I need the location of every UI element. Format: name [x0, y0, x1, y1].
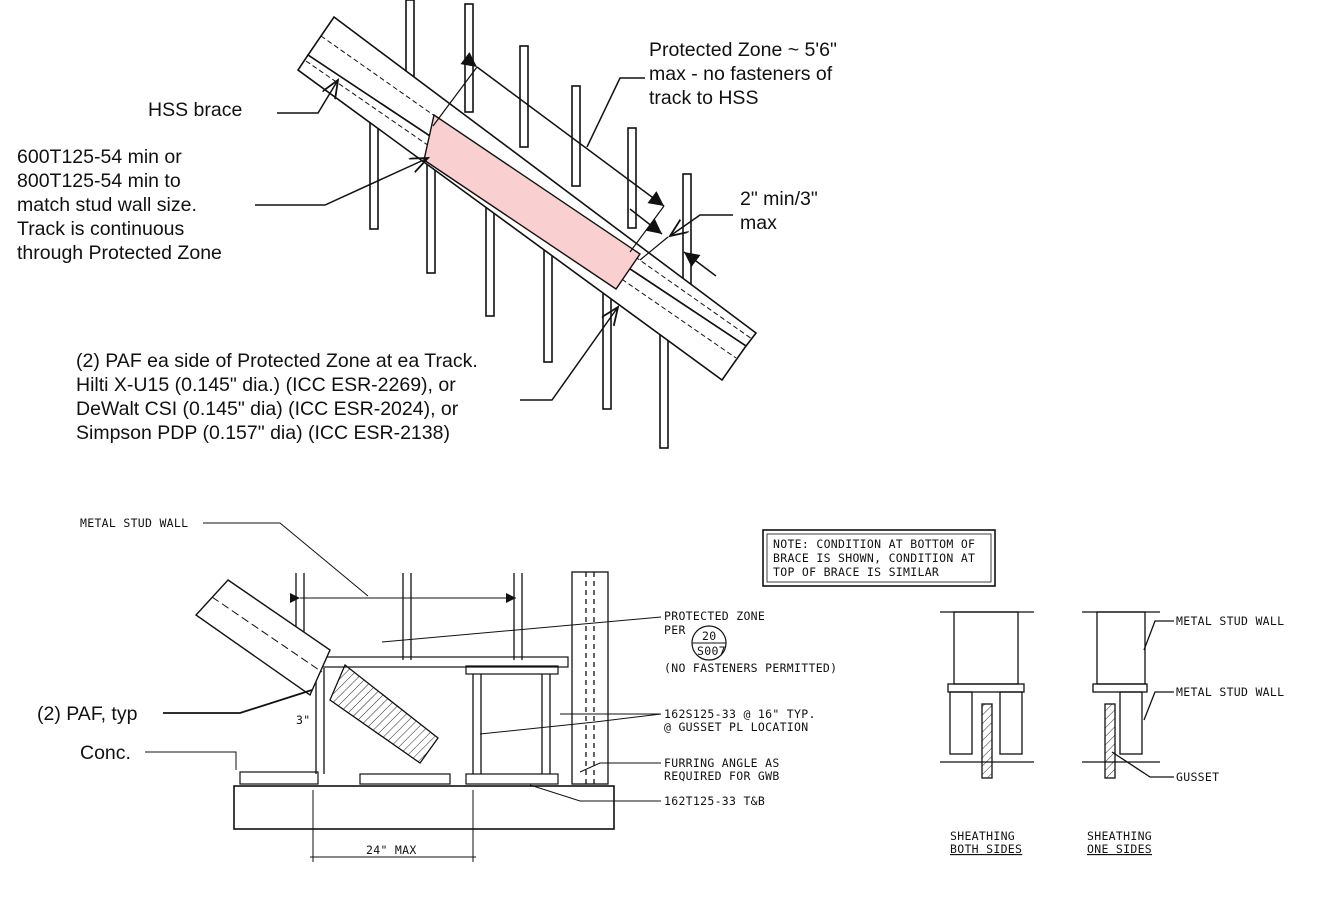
- wall-sections: METAL STUD WALL METAL STUD WALL GUSSET S…: [940, 611, 1284, 856]
- protected-zone-note: Protected Zone ~ 5'6" max - no fasteners…: [649, 39, 837, 109]
- stud-top-6: [682, 173, 692, 295]
- paf-note-line: Simpson PDP (0.157" dia) (ICC ESR-2138): [76, 422, 450, 444]
- pz-note-line: track to HSS: [649, 87, 758, 109]
- paf-note: (2) PAF ea side of Protected Zone at ea …: [76, 350, 478, 444]
- section-wall-label: METAL STUD WALL: [1176, 614, 1284, 628]
- section-caption: ONE SIDES: [1087, 842, 1152, 856]
- section-caption: SHEATHING: [950, 829, 1015, 843]
- concrete-slab: [233, 785, 615, 830]
- elevation-studs: [295, 571, 609, 785]
- furring-line: FURRING ANGLE AS: [664, 756, 780, 770]
- protected-zone: [423, 113, 641, 290]
- pz-note-line: max - no fasteners of: [649, 63, 833, 85]
- note-line: TOP OF BRACE IS SIMILAR: [773, 565, 939, 579]
- stud-top-1: [405, 0, 415, 83]
- hss-brace-label: HSS brace: [148, 99, 242, 121]
- dim-24-max: 24" MAX: [366, 843, 417, 857]
- pz-ref-line: PROTECTED ZONE: [664, 609, 765, 623]
- track-note: 600T125-54 min or 800T125-54 min to matc…: [17, 146, 222, 264]
- section-one-side: [1082, 611, 1174, 779]
- protected-zone-ref: PROTECTED ZONE PER 20 S007 (NO FASTENERS…: [664, 609, 837, 675]
- conc-label: Conc.: [80, 742, 131, 764]
- stud-top-4: [571, 85, 581, 187]
- pz-ref-line: PER: [664, 623, 686, 637]
- paf-note-line: DeWalt CSI (0.145" dia) (ICC ESR-2024), …: [76, 398, 459, 420]
- section-both-sides: [940, 611, 1034, 779]
- track-note-line: Track is continuous: [17, 218, 185, 240]
- top-detail: HSS brace Protected Zone ~ 5'6" max - no…: [17, 0, 837, 449]
- gap-note: 2" min/3" max: [740, 188, 818, 234]
- track-note-line: through Protected Zone: [17, 242, 222, 264]
- note-box: NOTE: CONDITION AT BOTTOM OF BRACE IS SH…: [762, 529, 996, 587]
- gusset-label: GUSSET: [1176, 770, 1219, 784]
- pz-note-line: Protected Zone ~ 5'6": [649, 39, 837, 61]
- bottom-track-right: [465, 773, 559, 785]
- gap-note-line: 2" min/3": [740, 188, 818, 210]
- top-leaders: [255, 77, 733, 401]
- pz-ref-line: (NO FASTENERS PERMITTED): [664, 661, 837, 675]
- track-note-line: match stud wall size.: [17, 194, 197, 216]
- track-plate: [465, 665, 559, 675]
- metal-stud-wall-label: METAL STUD WALL: [80, 516, 188, 530]
- elevation-brace: [194, 579, 439, 764]
- stud-top-2: [464, 3, 474, 113]
- paf-typ-label: (2) PAF, typ: [37, 703, 138, 725]
- stud-spec-line: @ GUSSET PL LOCATION: [664, 720, 808, 734]
- gusset-base: [359, 773, 451, 785]
- paf-note-line: Hilti X-U15 (0.145" dia.) (ICC ESR-2269)…: [76, 374, 456, 396]
- stud-spec-line: 162S125-33 @ 16" TYP.: [664, 707, 816, 721]
- furring-line: REQUIRED FOR GWB: [664, 769, 780, 783]
- paf-note-line: (2) PAF ea side of Protected Zone at ea …: [76, 350, 478, 372]
- bottom-track-left: [239, 771, 319, 785]
- section-ref-number: 20: [702, 629, 716, 643]
- note-line: NOTE: CONDITION AT BOTTOM OF: [773, 537, 975, 551]
- track-note-line: 600T125-54 min or: [17, 146, 182, 168]
- dim-small: 3": [296, 713, 310, 727]
- section-caption: SHEATHING: [1087, 829, 1152, 843]
- stud-top-3: [519, 45, 529, 148]
- gap-note-line: max: [740, 212, 777, 234]
- bottom-leaders: [145, 522, 662, 802]
- note-line: BRACE IS SHOWN, CONDITION AT: [773, 551, 975, 565]
- section-caption: BOTH SIDES: [950, 842, 1022, 856]
- track-note-line: 800T125-54 min to: [17, 170, 181, 192]
- bottom-detail: 24" MAX 3" METAL STUD WALL (2) PAF, typ …: [37, 516, 996, 862]
- track-spec: 162T125-33 T&B: [664, 794, 765, 808]
- section-wall-label: METAL STUD WALL: [1176, 685, 1284, 699]
- section-ref-sheet: S007: [697, 644, 726, 658]
